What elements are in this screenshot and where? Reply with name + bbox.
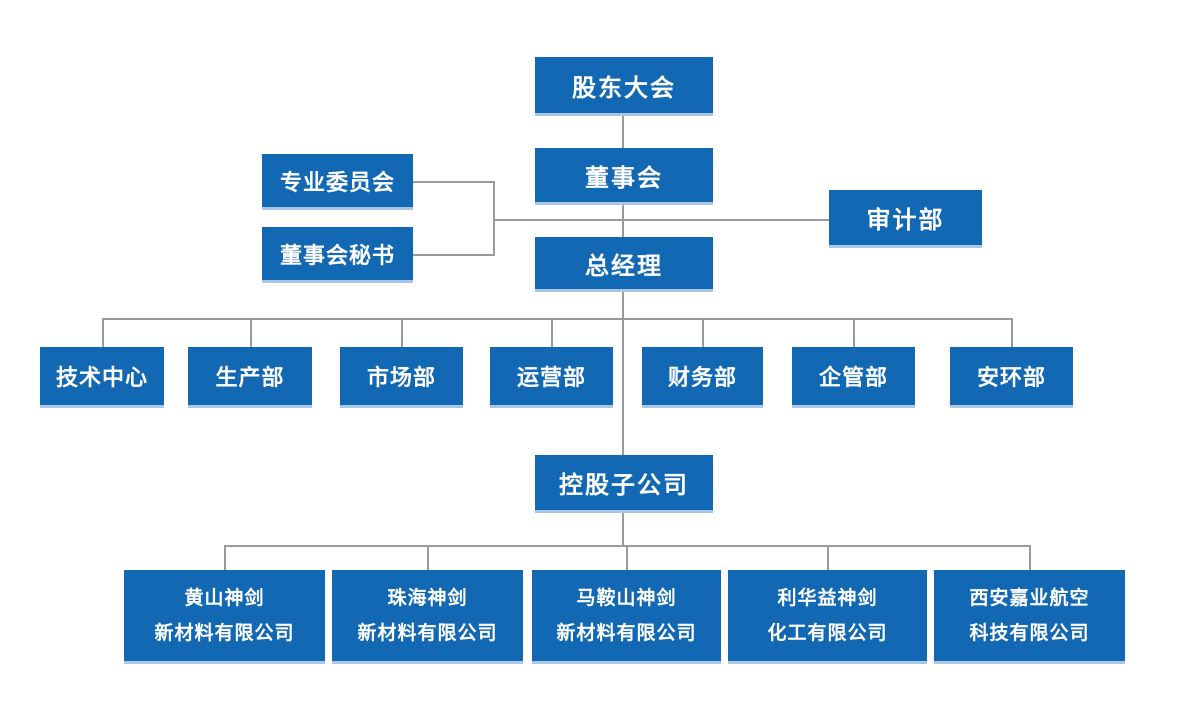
subsidiary-name-line1: 利华益神剑 — [777, 587, 878, 609]
node-audit-department: 审计部 — [829, 190, 982, 248]
node-dept-safety-environment: 安环部 — [950, 347, 1073, 408]
connector-company-stub-3 — [827, 545, 829, 570]
subsidiary-name-line1: 珠海神剑 — [387, 587, 468, 609]
connector-departments-rail — [102, 318, 1012, 320]
node-dept-production: 生产部 — [188, 347, 312, 408]
node-dept-finance: 财务部 — [642, 347, 763, 408]
node-subsidiary-xian-jiaye: 西安嘉业航空 科技有限公司 — [934, 570, 1125, 664]
node-dept-enterprise-management: 企管部 — [792, 347, 915, 408]
connector-dept-stub-2 — [401, 318, 403, 347]
connector-dept-stub-1 — [250, 318, 252, 347]
connector-committee-branch — [413, 181, 495, 183]
node-shareholders-meeting: 股东大会 — [535, 57, 713, 116]
connector-holding-companies — [622, 513, 624, 545]
subsidiary-name-line1: 马鞍山神剑 — [576, 587, 677, 609]
node-dept-operations: 运营部 — [490, 347, 613, 408]
node-subsidiary-huangshan: 黄山神剑 新材料有限公司 — [124, 570, 325, 664]
connector-shareholders-board — [622, 116, 624, 148]
subsidiary-name-line1: 西安嘉业航空 — [969, 587, 1090, 609]
connector-company-stub-0 — [224, 545, 226, 570]
node-dept-marketing: 市场部 — [340, 347, 463, 408]
connector-gm-holding — [622, 292, 624, 455]
connector-dept-stub-5 — [853, 318, 855, 347]
node-dept-technology-center: 技术中心 — [40, 347, 164, 408]
node-board-of-directors: 董事会 — [535, 148, 713, 205]
connector-left-bracket — [493, 181, 495, 256]
node-special-committees: 专业委员会 — [262, 154, 413, 210]
connector-dept-stub-0 — [102, 318, 104, 347]
connector-mid-horizontal — [493, 219, 829, 221]
subsidiary-name-line2: 新材料有限公司 — [556, 622, 697, 644]
connector-dept-stub-6 — [1011, 318, 1013, 347]
node-holding-subsidiaries: 控股子公司 — [535, 455, 713, 513]
node-subsidiary-maanshan: 马鞍山神剑 新材料有限公司 — [532, 570, 721, 664]
node-subsidiary-zhuhai: 珠海神剑 新材料有限公司 — [332, 570, 523, 664]
node-board-secretary: 董事会秘书 — [262, 227, 413, 283]
connector-secretary-branch — [413, 254, 495, 256]
connector-dept-stub-4 — [702, 318, 704, 347]
connector-dept-stub-3 — [551, 318, 553, 347]
connector-company-stub-4 — [1029, 545, 1031, 570]
connector-company-stub-1 — [427, 545, 429, 570]
subsidiary-name-line2: 科技有限公司 — [969, 622, 1090, 644]
subsidiary-name-line2: 新材料有限公司 — [357, 622, 498, 644]
subsidiary-name-line2: 新材料有限公司 — [154, 622, 295, 644]
node-general-manager: 总经理 — [535, 237, 713, 292]
node-subsidiary-lihuayi: 利华益神剑 化工有限公司 — [728, 570, 927, 664]
subsidiary-name-line2: 化工有限公司 — [767, 622, 888, 644]
connector-board-gm — [622, 205, 624, 237]
subsidiary-name-line1: 黄山神剑 — [184, 587, 265, 609]
connector-company-stub-2 — [626, 545, 628, 570]
